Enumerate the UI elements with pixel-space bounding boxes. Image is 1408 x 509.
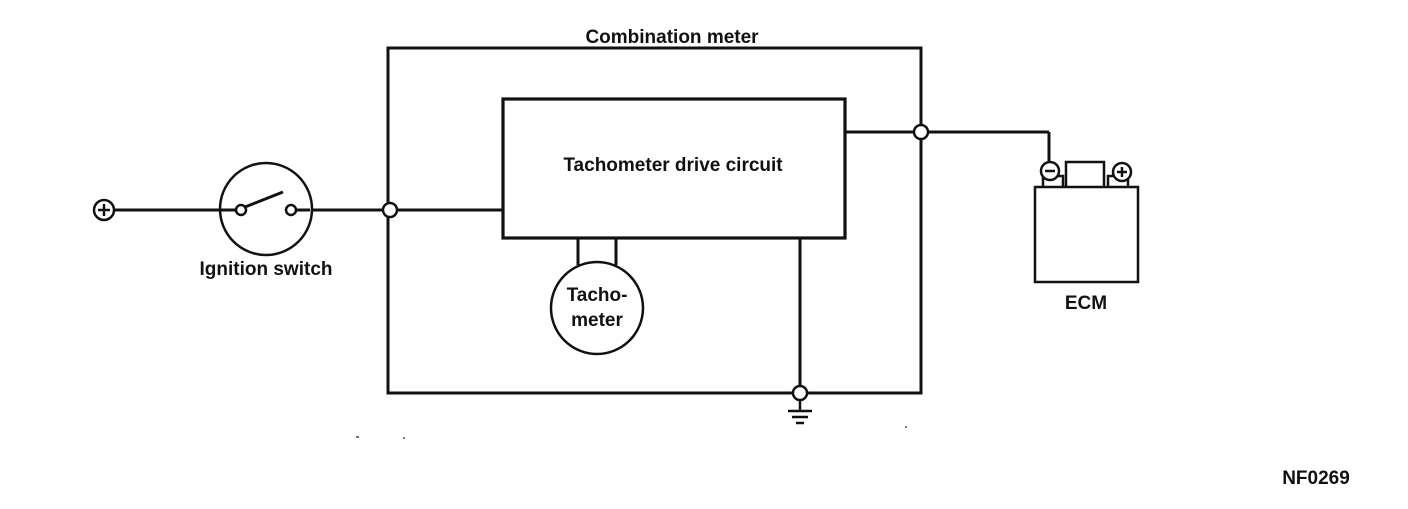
combination-meter-box bbox=[386, 46, 923, 395]
ground-junction-node bbox=[791, 384, 809, 402]
figure-code: NF0269 bbox=[1282, 468, 1350, 489]
battery-positive-terminal-icon bbox=[92, 198, 116, 222]
ground-icon bbox=[788, 400, 812, 425]
ecm-positive-terminal-icon bbox=[1111, 161, 1133, 183]
ignition-switch-icon bbox=[218, 161, 314, 257]
tachometer-drive-circuit-label: Tachometer drive circuit bbox=[563, 155, 783, 176]
tachometer-icon bbox=[549, 260, 645, 356]
ecm-label: ECM bbox=[1065, 293, 1107, 314]
scan-speck-decor bbox=[356, 426, 907, 439]
junction-node-left bbox=[381, 201, 399, 219]
ecm-negative-terminal-icon bbox=[1039, 160, 1061, 182]
combination-meter-label: Combination meter bbox=[585, 27, 759, 48]
tachometer-label-line2: meter bbox=[571, 310, 623, 331]
junction-node-right bbox=[912, 123, 930, 141]
tachometer-drive-circuit-box bbox=[501, 97, 847, 240]
ignition-switch-label: Ignition switch bbox=[200, 259, 333, 280]
tachometer-label-line1: Tacho- bbox=[567, 285, 628, 306]
